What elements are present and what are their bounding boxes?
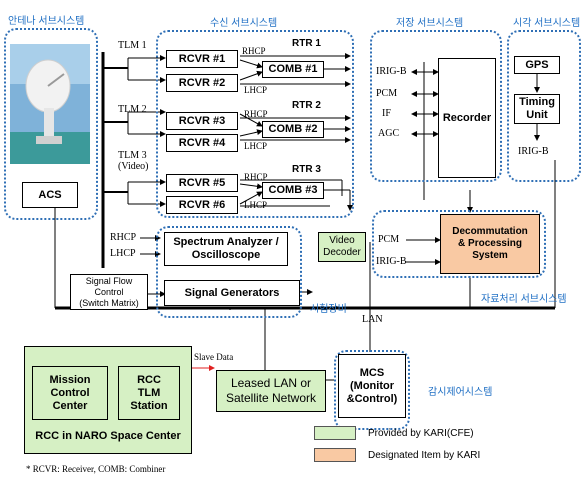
gps-box: GPS xyxy=(514,56,560,74)
signal-generators-box: Signal Generators xyxy=(164,280,300,306)
recorder-input-if: IF xyxy=(382,108,391,119)
leased-lan-satellite-box: Leased LAN or Satellite Network xyxy=(216,370,326,412)
monitor-control-group xyxy=(334,350,410,430)
rtr2-rhcp-label: RHCP xyxy=(244,109,268,119)
recorder-input-pcm: PCM xyxy=(376,88,398,99)
rtr3-lhcp-label: LHCP xyxy=(244,200,268,210)
rtr2-title: RTR 2 xyxy=(292,100,321,111)
timing-subsystem-title: 시각 서브시스템 xyxy=(513,18,581,29)
recorder-box: Recorder xyxy=(438,58,496,178)
comb1-box: COMB #1 xyxy=(262,61,324,78)
legend-provided-swatch xyxy=(314,426,356,440)
rhcp-label: RHCP xyxy=(110,232,137,243)
spectrum-analyzer-box: Spectrum Analyzer / Oscilloscope xyxy=(164,232,288,266)
rcvr3-box: RCVR #3 xyxy=(166,112,238,130)
antenna-subsystem-title: 안테나 서브시스템 xyxy=(8,16,85,27)
lhcp-label: LHCP xyxy=(110,248,136,259)
rcvr6-box: RCVR #6 xyxy=(166,196,238,214)
rtr1-rhcp-label: RHCP xyxy=(242,46,266,56)
antenna-subsystem-group xyxy=(4,28,98,220)
data-processing-subsystem-title: 자료처리 서브시스템 xyxy=(481,294,567,305)
legend-designated-text: Designated Item by KARI xyxy=(368,450,481,461)
decom-irig-b-label: IRIG-B xyxy=(376,256,407,267)
legend-provided-text: Provided by KARI(CFE) xyxy=(368,428,474,439)
test-equipment-group xyxy=(156,226,302,318)
slave-data-label: Slave Data xyxy=(194,352,234,362)
decommutation-processing-box: Decommutation & Processing System xyxy=(440,214,540,274)
acs-box: ACS xyxy=(22,182,78,208)
comb3-box: COMB #3 xyxy=(262,182,324,199)
signal-flow-control-box: Signal Flow Control (Switch Matrix) xyxy=(70,274,148,310)
video-decoder-box: Video Decoder xyxy=(318,232,366,262)
rtr1-lhcp-label: LHCP xyxy=(244,85,268,95)
antenna-photo xyxy=(10,44,90,164)
recorder-input-agc: AGC xyxy=(378,128,400,139)
storage-subsystem-title: 저장 서브시스템 xyxy=(396,18,464,29)
test-equipment-title: 시험장비 xyxy=(310,304,347,315)
rcc-tlm-station-box: RCC TLM Station xyxy=(118,366,180,420)
storage-subsystem-group xyxy=(370,30,502,182)
tlm3-label: TLM 3 (Video) xyxy=(118,150,149,172)
recorder-input-irig-b: IRIG-B xyxy=(376,66,407,77)
decom-pcm-label: PCM xyxy=(378,234,400,245)
rtr3-title: RTR 3 xyxy=(292,164,321,175)
rtr1-title: RTR 1 xyxy=(292,38,321,49)
tlm1-label: TLM 1 xyxy=(118,40,147,51)
legend-designated-swatch xyxy=(314,448,356,462)
rcvr1-box: RCVR #1 xyxy=(166,50,238,68)
rcvr4-box: RCVR #4 xyxy=(166,134,238,152)
footnote: * RCVR: Receiver, COMB: Combiner xyxy=(26,464,166,474)
comb2-box: COMB #2 xyxy=(262,121,324,138)
tlm2-label: TLM 2 xyxy=(118,104,147,115)
timing-unit-box: Timing Unit xyxy=(514,94,560,124)
receiver-subsystem-title: 수신 서브시스템 xyxy=(210,18,278,29)
data-processing-subsystem-group xyxy=(372,210,546,278)
monitor-control-title: 감시제어시스템 xyxy=(428,387,493,398)
mission-control-center-box: Mission Control Center xyxy=(32,366,108,420)
rcc-title: RCC in NARO Space Center xyxy=(35,430,181,442)
rcvr2-box: RCVR #2 xyxy=(166,74,238,92)
rcvr5-box: RCVR #5 xyxy=(166,174,238,192)
lan-label: LAN xyxy=(362,314,383,325)
rtr3-rhcp-label: RHCP xyxy=(244,172,268,182)
mcs-box: MCS (Monitor &Control) xyxy=(338,354,406,418)
receiver-subsystem-group xyxy=(156,30,354,218)
timing-irig-b-label: IRIG-B xyxy=(518,146,549,157)
rtr2-lhcp-label: LHCP xyxy=(244,141,268,151)
timing-subsystem-group xyxy=(507,30,581,182)
